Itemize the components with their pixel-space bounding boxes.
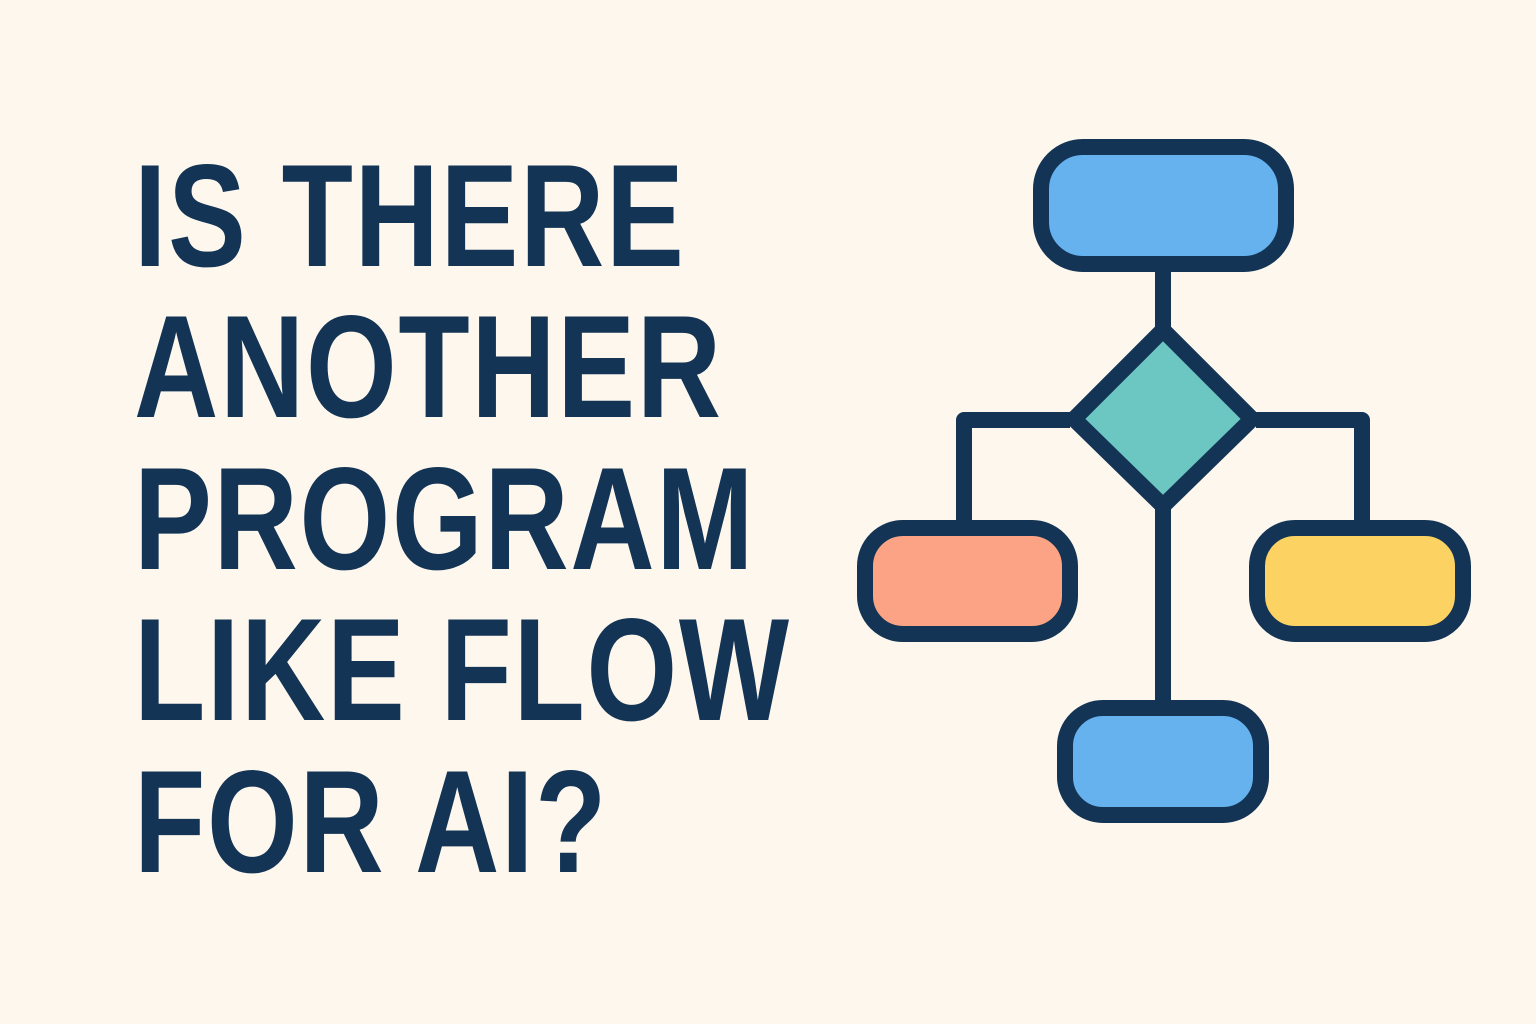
- bottom-box: [1057, 700, 1269, 823]
- top-box: [1033, 139, 1294, 272]
- headline-line-4: LIKE FLOW: [134, 588, 791, 751]
- left-box: [857, 520, 1078, 642]
- headline-line-5: FOR AI?: [134, 740, 609, 903]
- right-box: [1249, 520, 1471, 642]
- connector-left: [956, 412, 1070, 526]
- decision-diamond: [1062, 318, 1264, 518]
- headline-line-1: IS THERE: [134, 134, 686, 297]
- headline-line-2: ANOTHER: [134, 285, 723, 448]
- headline-line-3: PROGRAM: [134, 437, 756, 600]
- connector-right: [1256, 412, 1370, 526]
- connectors: [956, 268, 1370, 706]
